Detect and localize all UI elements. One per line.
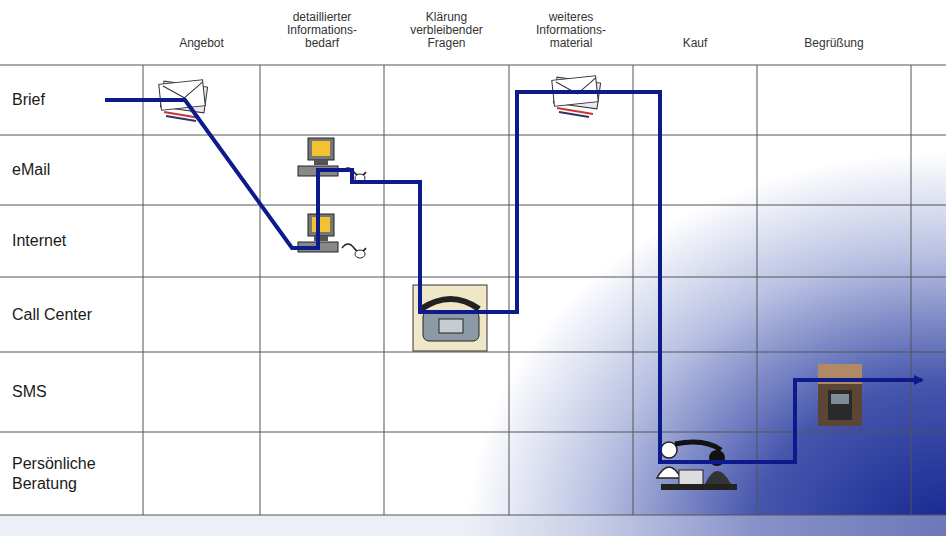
column-header-cell: detaillierter Informations- bedarf (260, 0, 384, 50)
column-header-cell: Begrüßung (757, 0, 911, 50)
mobile-phone-photo (818, 364, 862, 426)
column-header-cell: Klärung verbleibender Fragen (384, 0, 509, 50)
column-header: Kauf (683, 37, 708, 50)
column-header: Klärung verbleibender Fragen (407, 11, 487, 50)
channel-name: eMail (12, 160, 50, 180)
column-header-cell: Kauf (633, 0, 757, 50)
grid-lines (0, 65, 946, 515)
column-header: Begrüßung (804, 37, 863, 50)
row-header-cell: Brief (12, 65, 140, 135)
column-header-cell: weiteres Informations- material (509, 0, 633, 50)
row-header-cell: Call Center (12, 277, 140, 352)
channel-name: Internet (12, 231, 66, 251)
row-header-cell: Internet (12, 205, 140, 277)
journey-line (105, 92, 922, 462)
telephone-icon (413, 285, 487, 351)
row-header-cell: SMS (12, 352, 140, 432)
column-header: Angebot (179, 37, 224, 50)
row-header-cell: Persönliche Beratung (12, 432, 132, 515)
consultation-icon (657, 442, 737, 490)
channel-name: SMS (12, 382, 47, 402)
column-header-cell: Angebot (143, 0, 260, 50)
column-header: detaillierter Informations- bedarf (280, 11, 364, 50)
channel-name: Persönliche Beratung (12, 454, 132, 494)
row-header-cell: eMail (12, 135, 140, 205)
footer-band (0, 515, 946, 536)
computer-icon (298, 138, 366, 182)
column-header: weiteres Informations- material (529, 11, 613, 50)
letter-icon (552, 76, 601, 117)
channel-name: Call Center (12, 305, 92, 325)
channel-name: Brief (12, 90, 45, 110)
computer-icon (298, 214, 366, 258)
